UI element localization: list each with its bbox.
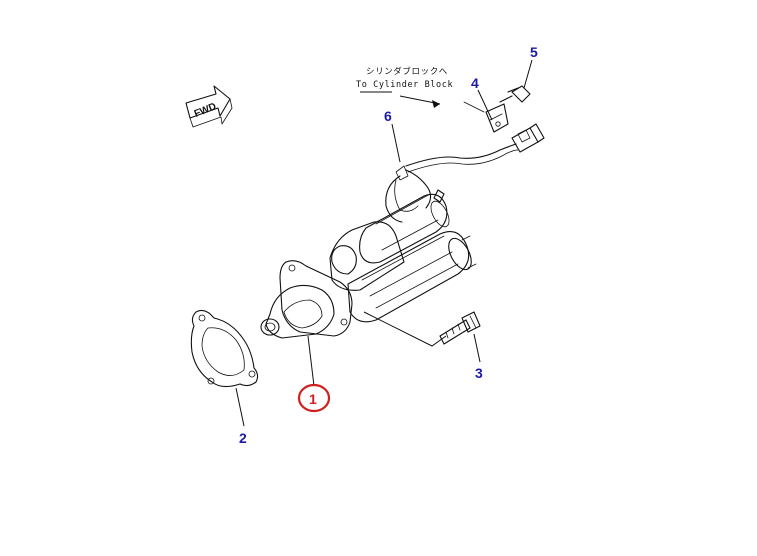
callout-6[interactable]: 6	[384, 108, 392, 124]
connector-icon	[511, 123, 545, 153]
wiring-harness	[405, 123, 545, 173]
leader-3b	[473, 333, 481, 363]
callout-4[interactable]: 4	[471, 75, 479, 91]
callout-1[interactable]: 1	[309, 391, 317, 407]
leader-2	[235, 387, 245, 427]
leader-3	[363, 311, 447, 347]
arrow-head-icon	[432, 100, 440, 108]
callout-5[interactable]: 5	[530, 44, 538, 60]
gasket-part-2	[190, 309, 259, 388]
highlight-circle-part-1	[297, 383, 331, 413]
starter-motor-part-1	[260, 165, 477, 339]
bolt-part-3	[439, 311, 481, 345]
callout-3[interactable]: 3	[475, 365, 483, 381]
bolt-part-5	[499, 85, 531, 103]
note-japanese: シリンダブロックへ	[366, 66, 448, 77]
leader-6	[391, 123, 401, 163]
leader-4	[477, 89, 493, 121]
cylinder-block-note: シリンダブロックへ To Cylinder Block	[356, 66, 453, 108]
note-english: To Cylinder Block	[356, 80, 453, 90]
leader-5	[523, 59, 533, 89]
leader-1	[307, 335, 315, 387]
leader-lines	[235, 59, 533, 427]
callout-2[interactable]: 2	[239, 430, 247, 446]
fwd-label: FWD	[193, 101, 218, 120]
callouts: 1 2 3 4 5 6	[239, 44, 538, 446]
fwd-arrow-icon: FWD	[185, 85, 233, 128]
